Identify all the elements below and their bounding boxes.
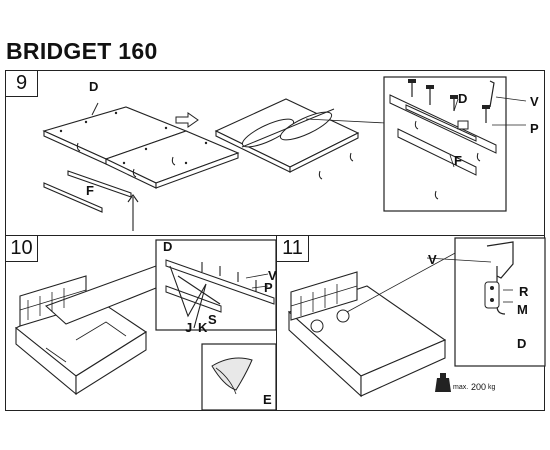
step-9-illustration [42, 76, 527, 231]
step-11-panel: 11 V R M D max. 200 kg [276, 235, 546, 411]
label-detail-f: F [454, 153, 462, 168]
label-part-p: P [530, 121, 539, 136]
label-detail-d: D [458, 91, 468, 106]
label-slat-f: F [86, 183, 94, 198]
label-board-d: D [163, 239, 173, 254]
step-number: 9 [5, 70, 38, 97]
max-weight-value: 200 [471, 382, 487, 392]
step-9-panel: 9 [5, 70, 545, 236]
label-part-p: P [264, 280, 273, 295]
step-number: 10 [5, 235, 38, 262]
max-weight-unit: kg [488, 384, 496, 391]
label-screw-v: V [530, 94, 539, 109]
label-part-m: M [517, 302, 528, 317]
label-part-j: J [185, 320, 193, 335]
label-part-r: R [519, 284, 529, 299]
document-title: BRIDGET 160 [6, 38, 158, 64]
label-board-d: D [517, 336, 527, 351]
label-screw-v: V [428, 252, 437, 267]
step-10-illustration [14, 239, 277, 411]
step-number: 11 [276, 235, 309, 262]
label-board-d: D [89, 79, 99, 94]
step-10-panel: 10 [5, 235, 277, 411]
max-weight-prefix: max. [453, 384, 469, 391]
label-part-k: K [198, 320, 208, 335]
label-screw-v: V [268, 268, 277, 283]
step-11-illustration [287, 237, 546, 398]
label-part-s: S [208, 312, 217, 327]
label-part-e: E [263, 392, 272, 407]
